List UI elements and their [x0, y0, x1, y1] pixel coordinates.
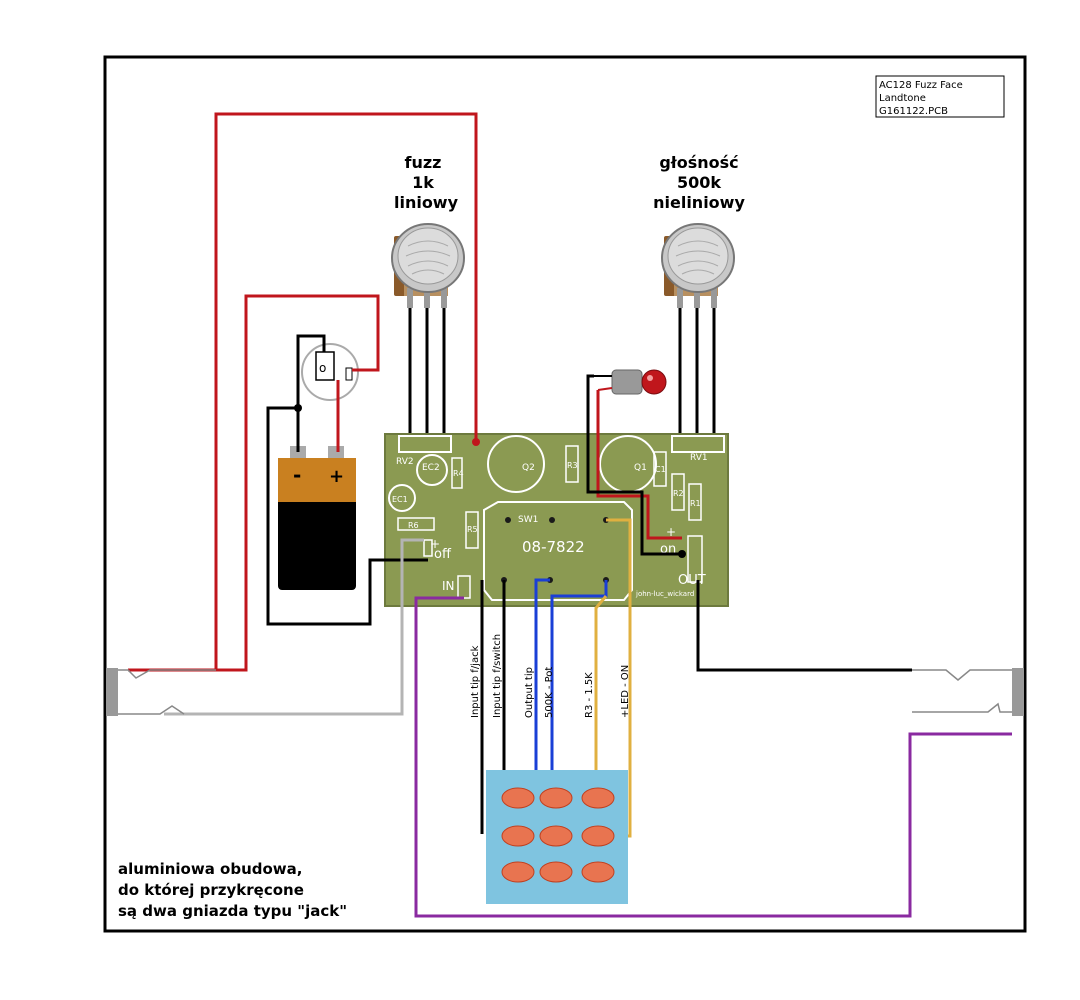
pcb-r2-label: R2 — [673, 489, 684, 498]
pcb-c1-label: C1 — [655, 465, 666, 474]
pcb-ec2-label: EC2 — [422, 463, 440, 473]
battery-9v: - + — [278, 446, 356, 590]
fuzz-value-label: 1k — [412, 173, 434, 192]
volume-potentiometer — [661, 223, 735, 308]
footswitch — [486, 770, 628, 904]
volume-value-label: 500k — [677, 173, 721, 192]
red-junction — [472, 438, 480, 446]
title-line-1: AC128 Fuzz Face — [879, 80, 963, 91]
pcb-rv1-label: RV1 — [690, 453, 708, 463]
pcb-r5-label: R5 — [467, 525, 478, 534]
wire-label-output-tip: Output tip — [524, 667, 535, 718]
pcb-r6-label: R6 — [408, 521, 419, 530]
pcb-plus-left: + — [430, 537, 440, 551]
wire-label-500k-pot: 500K - Pot — [544, 667, 555, 718]
pcb-plus-right: + — [666, 525, 676, 539]
svg-text:o: o — [319, 361, 326, 375]
pcb-in-label: IN — [442, 579, 455, 593]
input-jack — [106, 668, 216, 716]
volume-label: głośność — [659, 153, 738, 172]
pot-wires — [408, 308, 716, 448]
pcb-r1-label: R1 — [690, 499, 701, 508]
purple-wire — [414, 596, 1012, 918]
wire-label-r3: R3 - 1.5K — [584, 672, 595, 718]
output-jack — [912, 668, 1024, 716]
pcb-sw1-label: SW1 — [518, 515, 538, 525]
note-line-3: są dwa gniazda typu "jack" — [118, 902, 347, 920]
pcb-part-number: 08-7822 — [522, 538, 585, 556]
fuzz-potentiometer — [391, 223, 465, 308]
pcb-board: RV2 EC2 R4 Q2 R3 Q1 C1 RV1 R2 R1 EC1 R6 — [384, 433, 729, 607]
note-line-2: do której przykręcone — [118, 881, 304, 899]
fuzz-pot-label: fuzz 1k liniowy — [394, 153, 459, 212]
pcb-r4-label: R4 — [453, 469, 464, 478]
pcb-q1-label: Q1 — [634, 463, 647, 473]
pcb-off-label: off — [434, 547, 452, 562]
wire-label-input-tip-jack: Input tip f/jack — [470, 645, 481, 718]
pcb-rv2-label: RV2 — [396, 457, 414, 467]
volume-taper-label: nieliniowy — [653, 193, 745, 212]
battery-plus: + — [329, 466, 344, 487]
title-line-3: G161122.PCB — [879, 106, 948, 117]
note-line-1: aluminiowa obudowa, — [118, 860, 302, 878]
title-line-2: Landtone — [879, 93, 926, 104]
pcb-out-label: OUT — [678, 573, 706, 588]
black-junction-1 — [294, 404, 302, 412]
pcb-ec1-label: EC1 — [392, 495, 408, 504]
dc-jack: o — [301, 343, 359, 401]
fuzz-label: fuzz — [405, 153, 442, 172]
fuzz-taper-label: liniowy — [394, 193, 459, 212]
pcb-r3-label: R3 — [567, 461, 578, 470]
volume-pot-label: głośność 500k nieliniowy — [653, 153, 745, 212]
wire-label-input-tip-switch: Input tip f/switch — [492, 634, 503, 718]
enclosure-outline — [103, 55, 1027, 933]
black-junction-2 — [678, 550, 686, 558]
pcb-q2-label: Q2 — [522, 463, 535, 473]
title-block: AC128 Fuzz Face Landtone G161122.PCB — [875, 75, 1005, 118]
led-indicator — [594, 369, 667, 395]
pcb-author-label: john-luc_wickard — [635, 590, 694, 598]
gray-wire — [164, 538, 424, 716]
battery-minus: - — [293, 463, 301, 487]
wire-label-led-on: +LED - ON — [620, 665, 631, 718]
